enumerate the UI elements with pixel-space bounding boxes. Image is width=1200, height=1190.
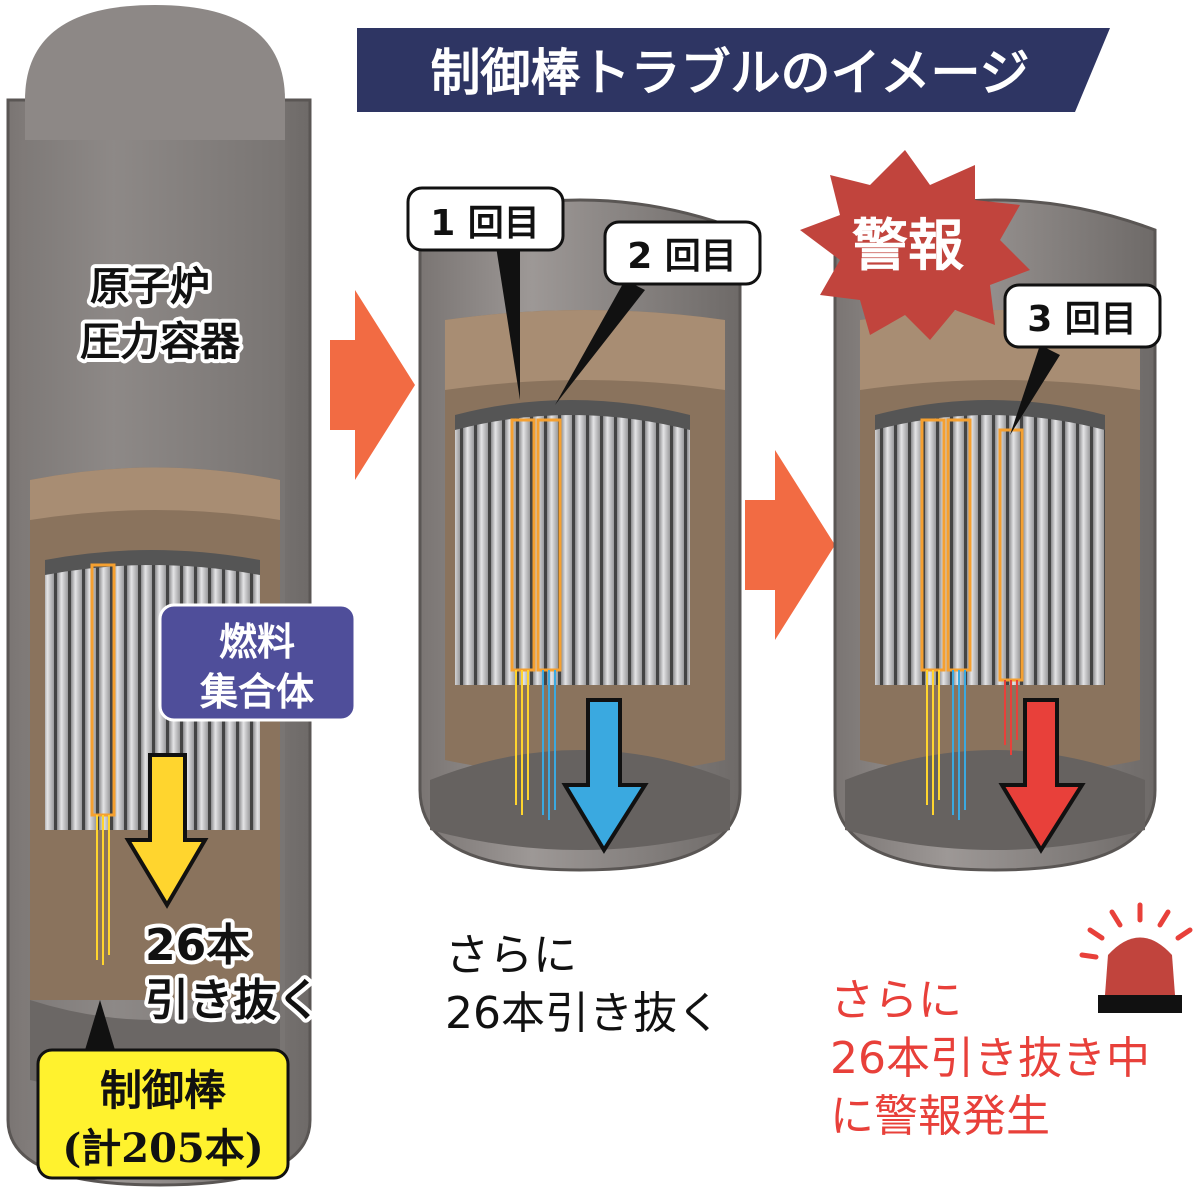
- reactor-vessel-2: [418, 198, 742, 872]
- callout-2-text: 2 回目: [627, 236, 737, 277]
- callout-1-text: 1 回目: [430, 203, 540, 244]
- vessel-label-line1: 原子炉: [90, 264, 210, 310]
- callout-3: 3 回目: [1003, 283, 1162, 435]
- next-arrow-2: [745, 450, 835, 640]
- control-rod-label-line2: (計205本): [62, 1125, 263, 1172]
- title-banner: 制御棒トラブルのイメージ: [357, 28, 1110, 112]
- alarm-text: 警報: [852, 214, 964, 279]
- fuel-assembly-label: 燃料 集合体: [158, 603, 357, 722]
- step2-text-line1: さらに: [445, 930, 577, 981]
- callout-3-text: 3 回目: [1027, 299, 1137, 340]
- down-arrow-yellow: [124, 753, 209, 909]
- pointer-to-rod: [85, 1000, 115, 1050]
- callout-1: 1 回目: [406, 186, 565, 400]
- title: 制御棒トラブルのイメージ: [431, 44, 1030, 102]
- step3-text-line1: さらに: [830, 975, 962, 1026]
- next-arrow-1: [330, 290, 415, 480]
- reactor-vessel-3: [833, 198, 1157, 872]
- fuel-label-line2: 集合体: [199, 670, 314, 714]
- vessel-label-line2: 圧力容器: [80, 319, 241, 365]
- step3-text-line2: 26本引き抜き中: [830, 1033, 1150, 1084]
- control-rod-label-line1: 制御棒: [100, 1066, 227, 1115]
- down-arrow-blue: [561, 698, 649, 854]
- fuel-label-line1: 燃料: [219, 620, 295, 664]
- callout-2: 2 回目: [555, 220, 762, 405]
- step2-text-line2: 26本引き抜く: [445, 988, 721, 1039]
- step1-text-line1: 26本: [145, 920, 250, 971]
- siren-icon: [1079, 902, 1193, 1013]
- down-arrow-red: [998, 698, 1086, 854]
- step1-text-line2: 引き抜く: [145, 975, 321, 1026]
- alarm-badge: 警報: [800, 150, 1030, 340]
- step3-text-line3: に警報発生: [830, 1091, 1050, 1142]
- control-rod-label: 制御棒 (計205本): [36, 1048, 290, 1180]
